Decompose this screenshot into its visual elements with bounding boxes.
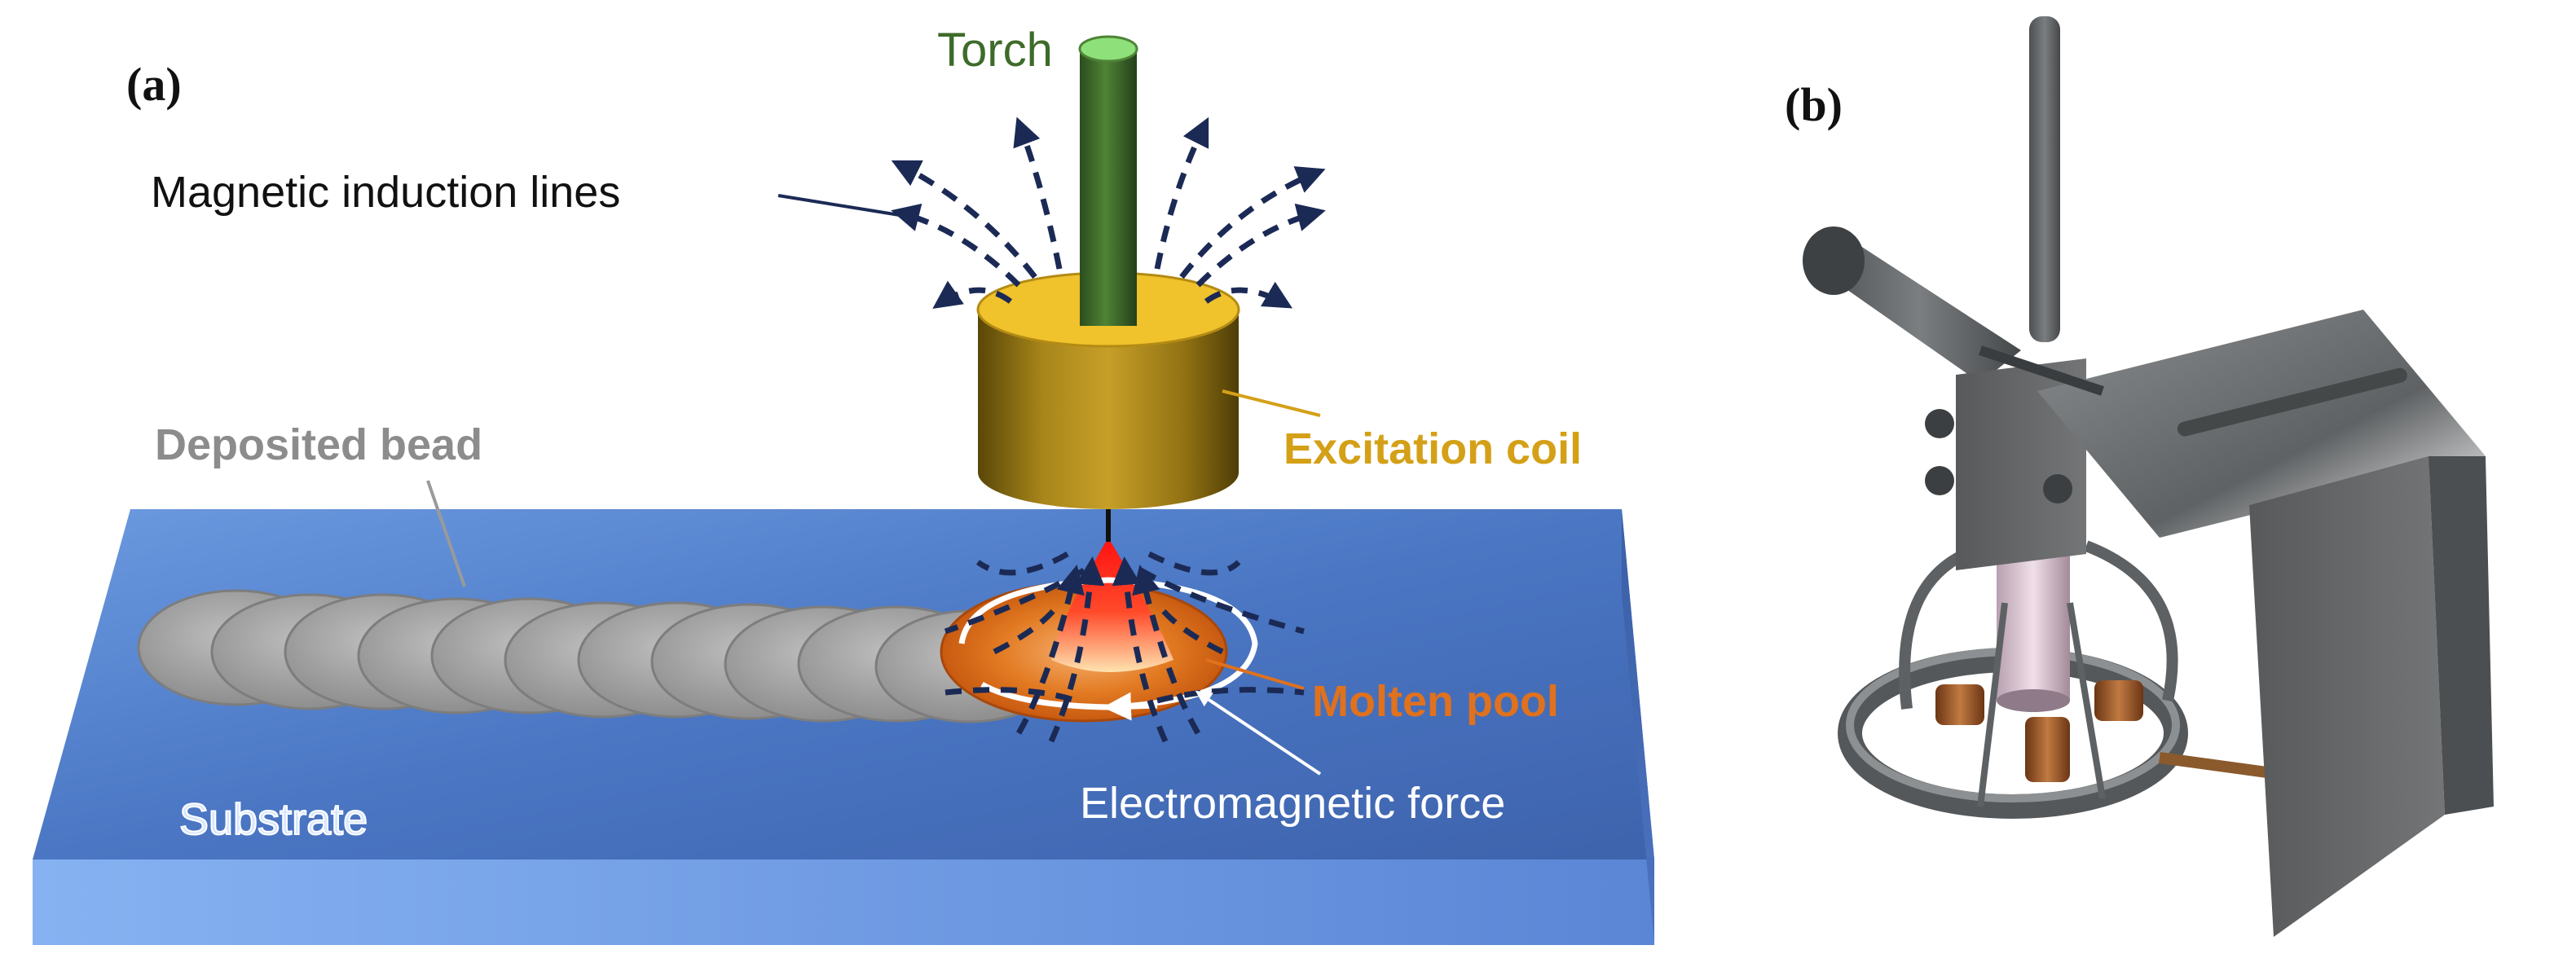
excitation-coil-label: Excitation coil (1284, 424, 1583, 473)
molten-pool-label: Molten pool (1312, 677, 1559, 726)
clamp-block (1925, 358, 2086, 570)
torch (1078, 35, 1138, 326)
pool-field-lines (944, 551, 1305, 743)
bracket-plates (1979, 310, 2494, 937)
coil-field-lines (891, 117, 1326, 310)
substrate-label: Substrate (178, 794, 368, 845)
torch-label: Torch (937, 24, 1053, 77)
nozzle (1997, 546, 2070, 712)
em-force-label: Electromagnetic force (1080, 779, 1506, 828)
panel-label-a: (a) (126, 58, 182, 111)
magnetic-lines-label: Magnetic induction lines (151, 168, 621, 217)
leader-lines (426, 194, 1322, 776)
arc-plasma (1051, 509, 1174, 672)
panel-label-b: (b) (1785, 78, 1843, 131)
torch-rod (2029, 16, 2060, 342)
deposited-bead-label: Deposited bead (155, 420, 483, 469)
wire-feeder-cylinder (1803, 226, 2021, 383)
deposited-bead (137, 589, 1065, 723)
